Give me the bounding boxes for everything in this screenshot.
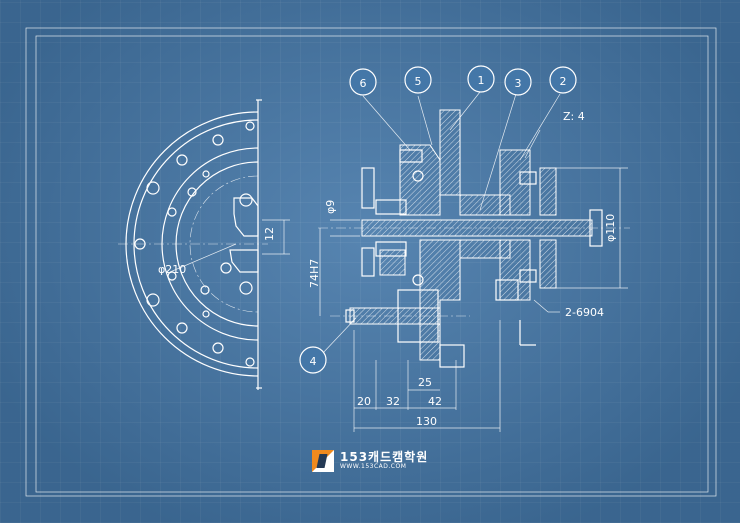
bearing-label: 2-6904 xyxy=(565,306,604,319)
logo-name: 153캐드캠학원 xyxy=(340,450,429,465)
main-shaft xyxy=(361,219,593,237)
balloon-4-label: 4 xyxy=(310,355,317,368)
gear-spec-label: Z: 4 xyxy=(563,110,585,123)
balloon-1 xyxy=(467,65,495,93)
dim-130: 130 xyxy=(416,415,437,428)
dim-25: 25 xyxy=(418,376,432,389)
dim-42: 42 xyxy=(428,395,442,408)
balloon-4 xyxy=(299,346,327,374)
dim-dia-210: φ210 xyxy=(158,263,186,276)
logo-url: WWW.153CAD.COM xyxy=(340,463,407,471)
dim-20: 20 xyxy=(357,395,371,408)
balloon-5 xyxy=(404,66,432,94)
dim-12: 12 xyxy=(263,227,276,241)
balloon-3 xyxy=(504,68,532,96)
section-view: φ110 φ9 74H7 20 32 42 25 130 Z: 4 2-690 xyxy=(299,65,630,432)
balloon-6-label: 6 xyxy=(360,77,367,90)
balloon-1-label: 1 xyxy=(478,74,485,87)
balloon-2-label: 2 xyxy=(560,75,567,88)
balloon-3-label: 3 xyxy=(515,77,522,90)
balloon-6 xyxy=(349,68,377,96)
brand-logo: 153캐드캠학원 WWW.153CAD.COM xyxy=(312,450,428,472)
inner-frame xyxy=(35,35,709,493)
balloon-5-label: 5 xyxy=(415,75,422,88)
dim-32: 32 xyxy=(386,395,400,408)
logo-icon xyxy=(312,450,334,472)
dim-dia-110: φ110 xyxy=(604,214,617,242)
end-view: 12 φ210 xyxy=(118,99,290,390)
dim-74h7: 74H7 xyxy=(308,259,321,288)
balloon-2 xyxy=(549,66,577,94)
outer-frame xyxy=(25,27,717,497)
lower-shaft xyxy=(349,307,441,325)
dim-dia-9: φ9 xyxy=(324,200,337,214)
